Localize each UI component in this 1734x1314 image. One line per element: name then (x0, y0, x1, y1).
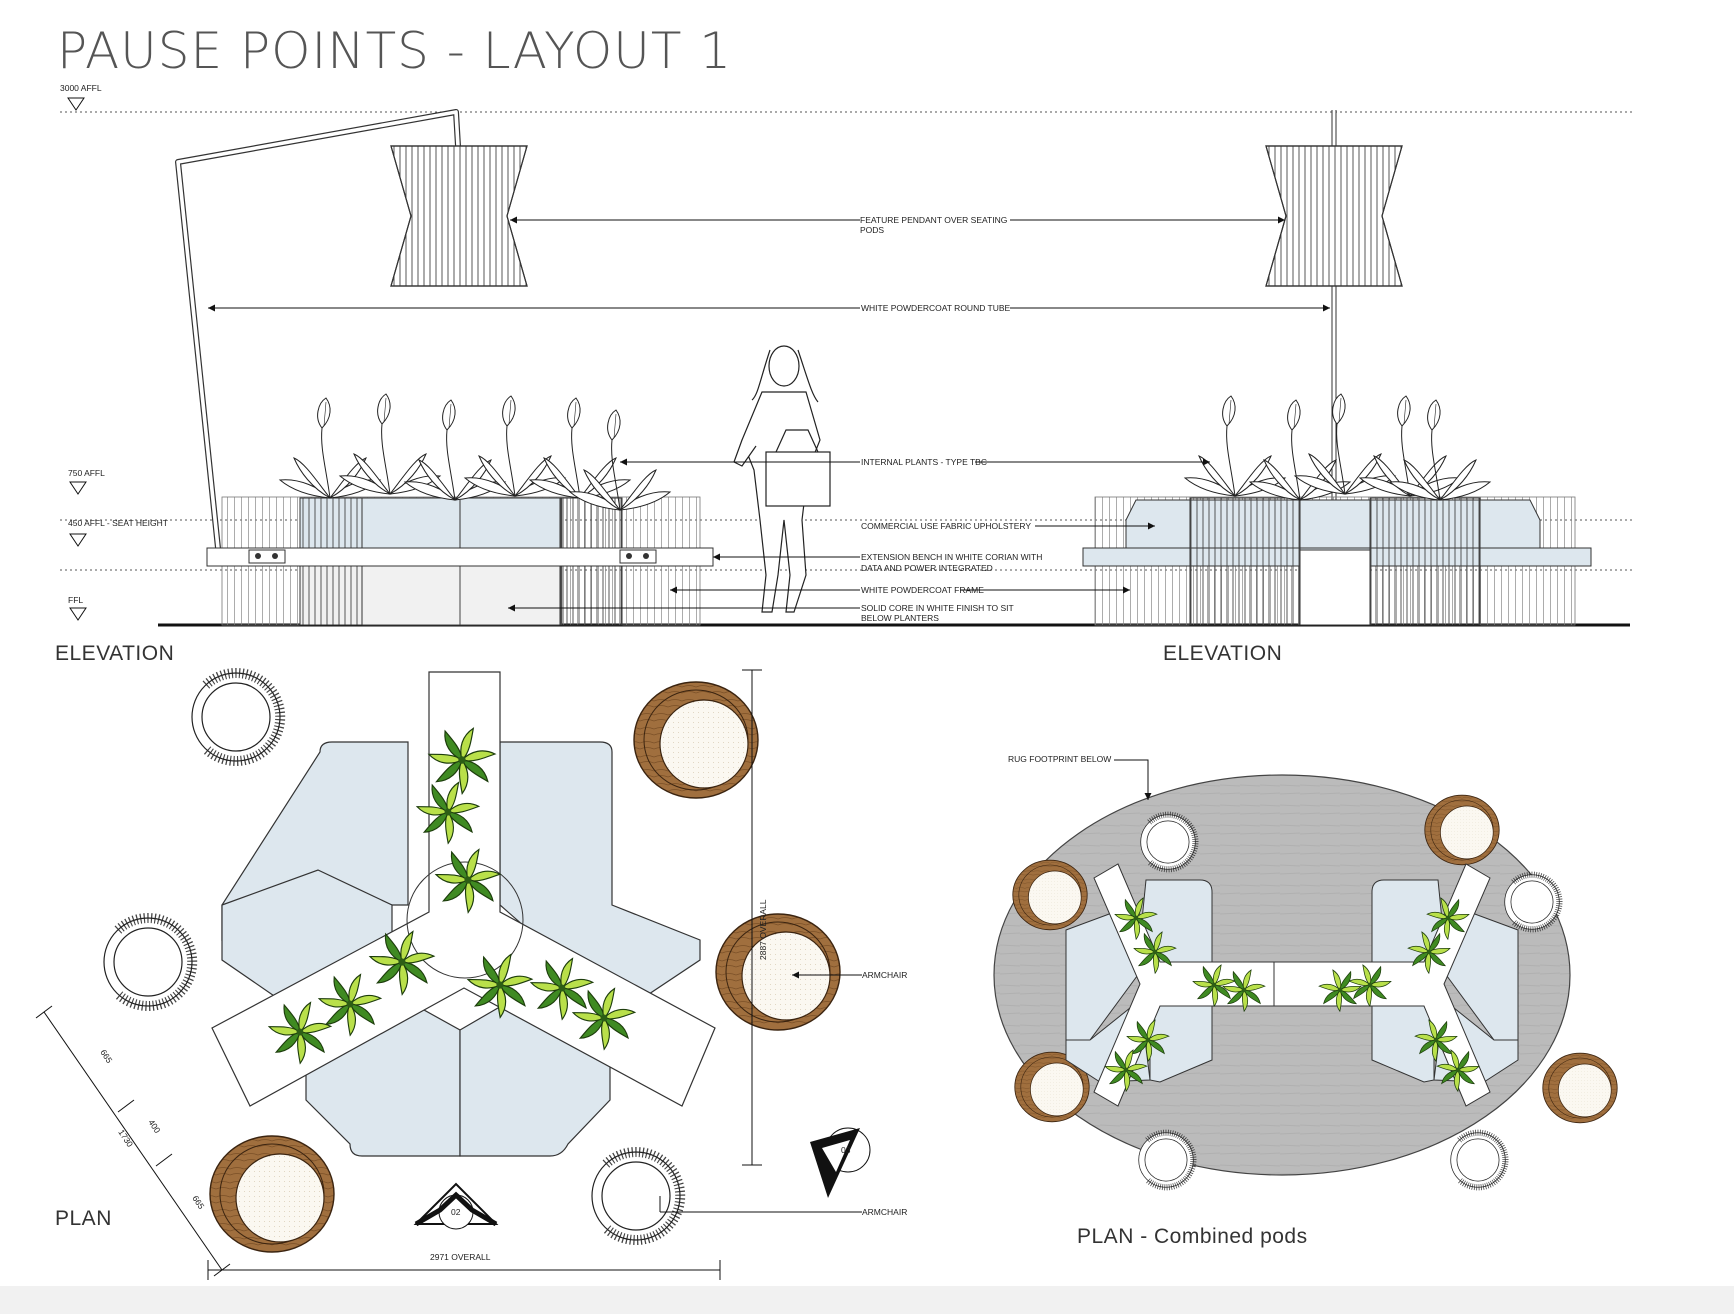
section-marker-02-text: 02 (451, 1207, 461, 1217)
elevation-drawing: 3000 AFFL 750 AFFL 450 AFFL - SEAT HEIGH… (60, 83, 1632, 627)
footer-strip (0, 1286, 1734, 1314)
right-pod-elevation (1082, 110, 1592, 626)
plan-armchair-white-3 (592, 1152, 680, 1240)
plan-armchair-white-1 (192, 673, 280, 761)
elevation-callouts: FEATURE PENDANT OVER SEATING PODS WHITE … (208, 215, 1330, 623)
callout-bench-line1: EXTENSION BENCH IN WHITE CORIAN WITH (861, 552, 1042, 562)
plan-combined-label: PLAN - Combined pods (1077, 1225, 1308, 1248)
plan-armchair-white-2 (104, 918, 192, 1006)
level-marker-floor: FFL (68, 595, 87, 621)
level-floor-text: FFL (68, 595, 83, 605)
dim-overall-width: 2971 OVERALL (430, 1252, 491, 1262)
plan-dimensions (35, 669, 762, 1280)
plan-label: PLAN (55, 1207, 112, 1230)
callout-pendant-line2: PODS (860, 225, 884, 235)
dim-a: 665 (98, 1048, 114, 1066)
level-marker-planter: 750 AFFL (68, 468, 105, 495)
callout-armchair-2: ARMCHAIR (862, 1207, 907, 1217)
plan-armchair-wood-2 (715, 913, 841, 1031)
level-marker-top: 3000 AFFL (60, 83, 102, 111)
section-marker-02: 02 (413, 1182, 499, 1230)
level-seat-text: 450 AFFL - SEAT HEIGHT (68, 518, 168, 528)
pendant-right (1265, 145, 1403, 287)
callout-upholstery: COMMERCIAL USE FABRIC UPHOLSTERY (861, 521, 1031, 531)
plan-drawing: 2971 OVERALL 2887 OVERALL 665 400 1730 6… (35, 669, 907, 1280)
callout-core-line2: BELOW PLANTERS (861, 613, 939, 623)
level-top-text: 3000 AFFL (60, 83, 102, 93)
plan-armchair-wood-3 (209, 1135, 335, 1253)
level-planter-text: 750 AFFL (68, 468, 105, 478)
callout-armchair-1: ARMCHAIR (862, 970, 907, 980)
scale-figure (733, 345, 831, 613)
callout-bench-line2: DATA AND POWER INTEGRATED (861, 563, 993, 573)
plan-planter (211, 671, 716, 1107)
section-marker-03: 03 (810, 1127, 871, 1198)
level-marker-seat: 450 AFFL - SEAT HEIGHT (68, 518, 168, 547)
elevation-left-label: ELEVATION (55, 642, 175, 665)
callout-tube: WHITE POWDERCOAT ROUND TUBE (861, 303, 1011, 313)
callout-plants: INTERNAL PLANTS - TYPE TBC (861, 457, 987, 467)
dim-overall-depth: 2887 OVERALL (758, 899, 768, 960)
elevation-right-label: ELEVATION (1163, 642, 1283, 665)
callout-rug: RUG FOOTPRINT BELOW (1008, 754, 1111, 764)
plan-armchair-wood-1 (633, 681, 759, 799)
left-pod-elevation (175, 109, 714, 626)
callout-pendant-line1: FEATURE PENDANT OVER SEATING (860, 215, 1007, 225)
dim-b: 400 (146, 1118, 162, 1136)
section-marker-03-text: 03 (841, 1145, 851, 1155)
page-title: PAUSE POINTS - LAYOUT 1 (57, 22, 733, 80)
plan-seating (221, 741, 701, 1157)
pendant-left (390, 145, 528, 287)
callout-frame: WHITE POWDERCOAT FRAME (861, 585, 984, 595)
dim-c: 1730 (116, 1128, 135, 1149)
dim-d: 665 (190, 1194, 206, 1212)
plan-combined-drawing: RUG FOOTPRINT BELOW (993, 754, 1618, 1187)
callout-core-line1: SOLID CORE IN WHITE FINISH TO SIT (861, 603, 1014, 613)
